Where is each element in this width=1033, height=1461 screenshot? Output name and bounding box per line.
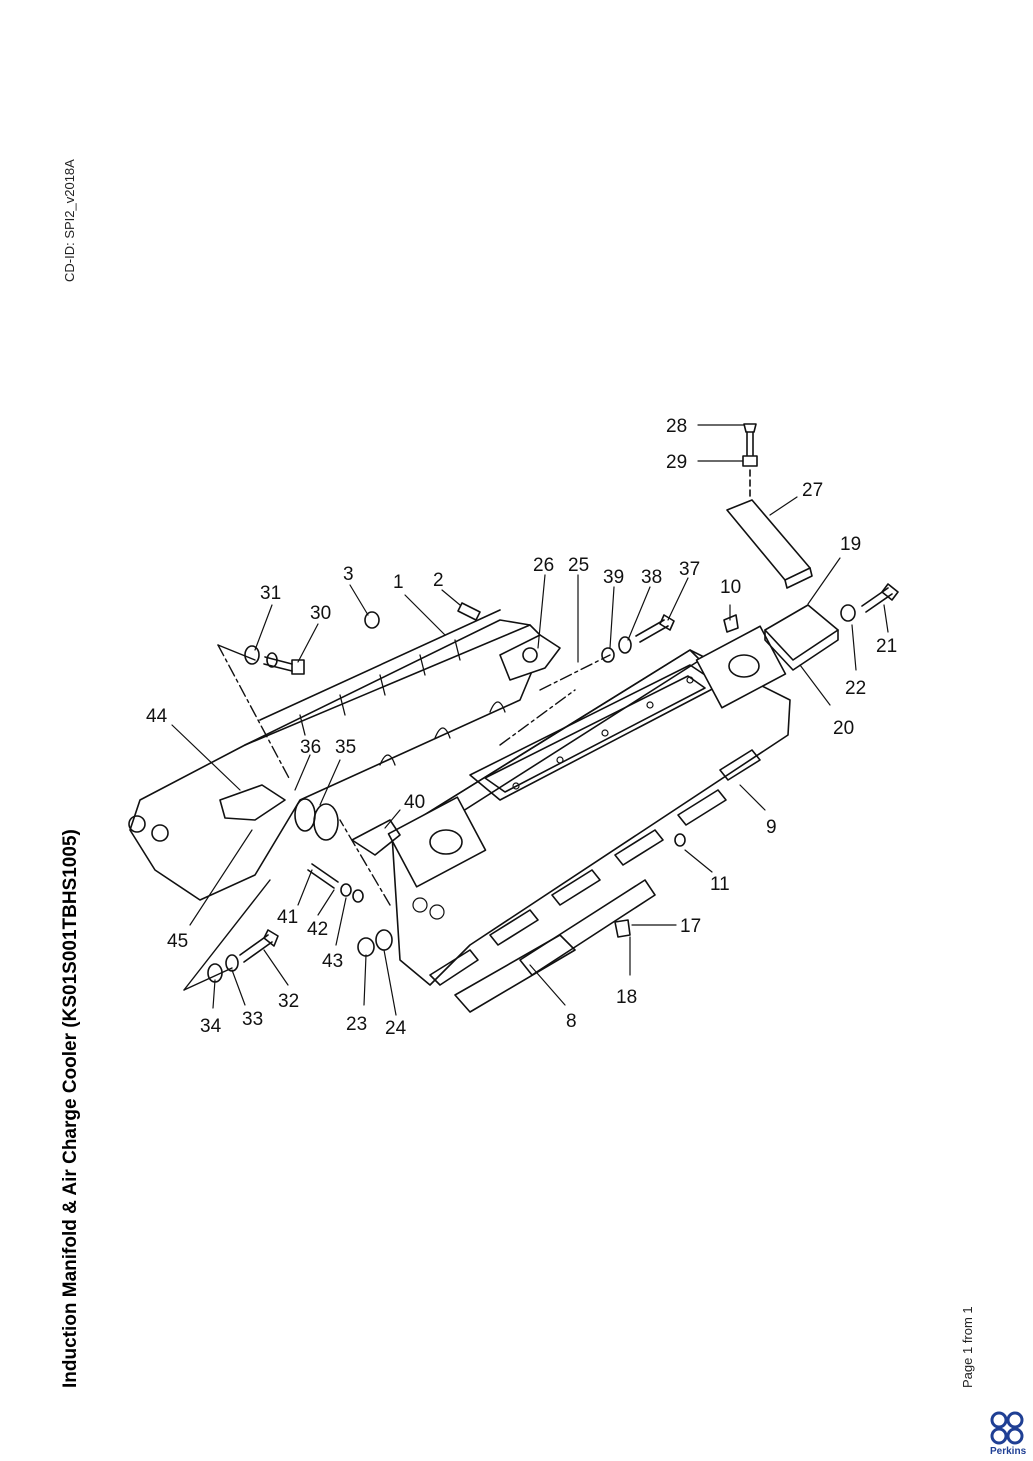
callout-labels: 28 29 27 19 26 25 39 38 37 10 3 1 2 31 3… xyxy=(146,416,897,1039)
callout-39: 39 xyxy=(603,567,624,588)
bolt-21 xyxy=(861,587,893,613)
washers xyxy=(207,604,856,983)
callout-35: 35 xyxy=(335,737,356,758)
gasket-45 xyxy=(219,784,286,821)
cooler-bolt-holes xyxy=(412,676,694,920)
leader-lines xyxy=(171,424,889,1016)
callout-45: 45 xyxy=(167,931,188,952)
callout-33: 33 xyxy=(242,1009,263,1030)
callout-8: 8 xyxy=(566,1011,577,1032)
callout-26: 26 xyxy=(533,555,554,576)
callout-28: 28 xyxy=(666,416,687,437)
bolt-28 xyxy=(743,423,757,433)
callout-40: 40 xyxy=(404,792,425,813)
callout-11: 11 xyxy=(710,874,730,895)
plate-27 xyxy=(726,499,811,581)
callout-20: 20 xyxy=(833,718,854,739)
cooler-lower-ports xyxy=(429,749,761,986)
callout-30: 30 xyxy=(310,603,331,624)
plug-17 xyxy=(614,919,631,938)
callout-1: 1 xyxy=(393,572,404,593)
callout-38: 38 xyxy=(641,567,662,588)
callout-19: 19 xyxy=(840,534,861,555)
callout-10: 10 xyxy=(720,577,741,598)
plug-2 xyxy=(457,602,481,621)
manifold-outline xyxy=(129,624,546,901)
callout-36: 36 xyxy=(300,737,321,758)
perkins-logo-icon xyxy=(990,1411,1024,1445)
callout-34: 34 xyxy=(200,1016,222,1037)
callout-18: 18 xyxy=(616,987,637,1008)
callout-43: 43 xyxy=(322,951,343,972)
callout-31: 31 xyxy=(260,583,281,604)
callout-23: 23 xyxy=(346,1014,367,1035)
callout-24: 24 xyxy=(385,1018,407,1039)
callout-3: 3 xyxy=(343,564,354,585)
callout-25: 25 xyxy=(568,555,589,576)
callout-17: 17 xyxy=(680,916,701,937)
callout-44: 44 xyxy=(146,706,168,727)
nut-29 xyxy=(742,455,758,467)
bolt-41 xyxy=(307,863,339,889)
brand-name: Perkins xyxy=(990,1446,1027,1457)
callout-29: 29 xyxy=(666,452,687,473)
gasket-8 xyxy=(454,934,576,1013)
callout-42: 42 xyxy=(307,919,328,940)
plug-10 xyxy=(723,614,739,633)
callout-9: 9 xyxy=(766,817,777,838)
gasket-40 xyxy=(351,819,401,856)
bolt-37 xyxy=(635,619,669,643)
adaptor-36 xyxy=(294,798,316,832)
bolt-32 xyxy=(239,934,273,963)
callout-41: 41 xyxy=(277,907,298,928)
flange-26 xyxy=(499,634,561,681)
callout-37: 37 xyxy=(679,559,700,580)
manifold-ports xyxy=(299,639,506,766)
adaptor-35 xyxy=(313,803,339,841)
callout-21: 21 xyxy=(876,636,897,657)
callout-22: 22 xyxy=(845,678,866,699)
callout-27: 27 xyxy=(802,480,823,501)
callout-32: 32 xyxy=(278,991,299,1012)
callout-2: 2 xyxy=(433,570,444,591)
